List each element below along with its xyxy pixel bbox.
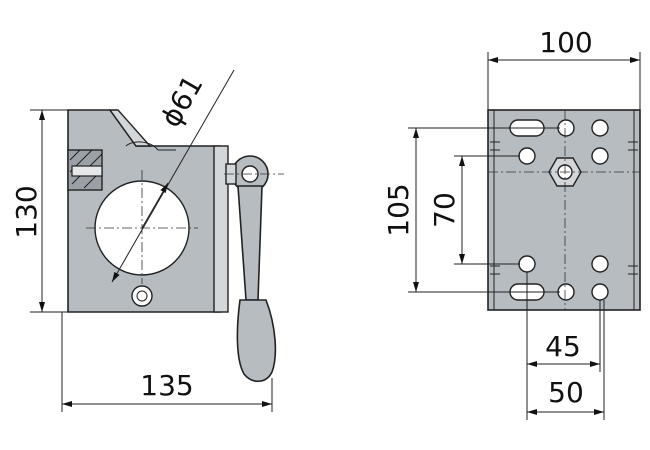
dim-50-label: 50 [548, 376, 584, 409]
arm-plate [213, 145, 229, 313]
dim-105-label: 105 [382, 183, 415, 236]
edge-marks [490, 141, 638, 275]
hole-row3-2 [591, 255, 609, 273]
clamp-jaw [108, 109, 152, 147]
dim-diameter-line [111, 69, 235, 283]
dim-130-label: 130 [10, 185, 43, 238]
hole-row2-1 [518, 147, 536, 165]
hole-top-1 [557, 119, 575, 137]
dim-135-label: 135 [140, 369, 193, 402]
hole-row2-2 [591, 147, 609, 165]
side-view: 130 135 ϕ61 [10, 70, 284, 412]
bottom-hole-inner [136, 290, 148, 302]
section-hatch [69, 149, 103, 189]
handle-grip [236, 299, 277, 383]
handle-lever [237, 185, 263, 301]
hole-bottom-1 [557, 283, 575, 301]
dim-100-label: 100 [539, 26, 592, 59]
front-plate [487, 109, 641, 311]
bottom-hole [131, 285, 153, 307]
top-slot [125, 141, 176, 151]
dim-70-label: 70 [428, 192, 461, 228]
section-bolt [71, 165, 103, 177]
hole-row3-1 [518, 255, 536, 273]
hole-top-2 [591, 119, 609, 137]
dim-45-label: 45 [545, 330, 581, 363]
dim-diameter-arrow [141, 182, 169, 229]
front-view: 100 105 70 45 50 [382, 26, 641, 420]
hole-bottom-2 [591, 283, 609, 301]
dim-diameter-label: ϕ61 [154, 70, 210, 133]
